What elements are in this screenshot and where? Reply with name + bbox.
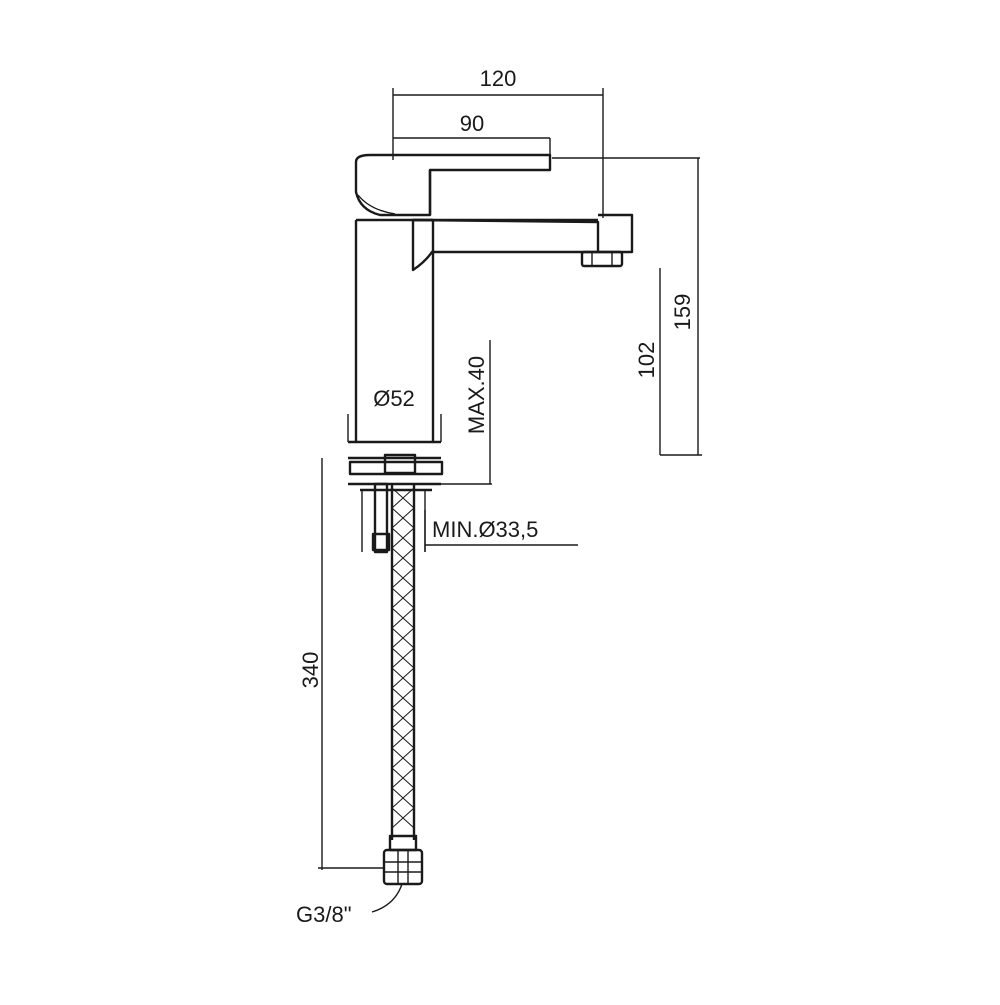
dimension-thread: G3/8" [296,883,403,927]
flexible-hose [382,484,424,886]
dim-text-120: 120 [480,66,517,91]
dimension-159: 159 [552,157,702,456]
spout [411,213,634,272]
faucet-body [347,218,442,444]
dim-text-340: 340 [298,652,323,689]
dimension-102: 102 [634,268,661,455]
lever-handle [354,153,552,217]
dimension-d52: Ø52 [373,386,415,411]
hose-braid [391,487,415,829]
dim-text-159: 159 [670,294,695,331]
dim-text-d52: Ø52 [373,386,415,411]
dim-text-90: 90 [460,111,484,136]
dim-text-thread: G3/8" [296,902,352,927]
dim-text-102: 102 [634,342,659,379]
dimension-90: 90 [393,111,551,155]
deck-mount [348,453,444,554]
dimension-min-d33: MIN.Ø33,5 [424,510,578,552]
faucet [347,153,634,886]
dimension-max40: MAX.40 [441,340,492,485]
dim-text-min-d33: MIN.Ø33,5 [432,517,538,542]
dimension-120: 120 [392,66,604,218]
dim-text-max40: MAX.40 [464,356,489,434]
dimension-340: 340 [298,458,384,870]
